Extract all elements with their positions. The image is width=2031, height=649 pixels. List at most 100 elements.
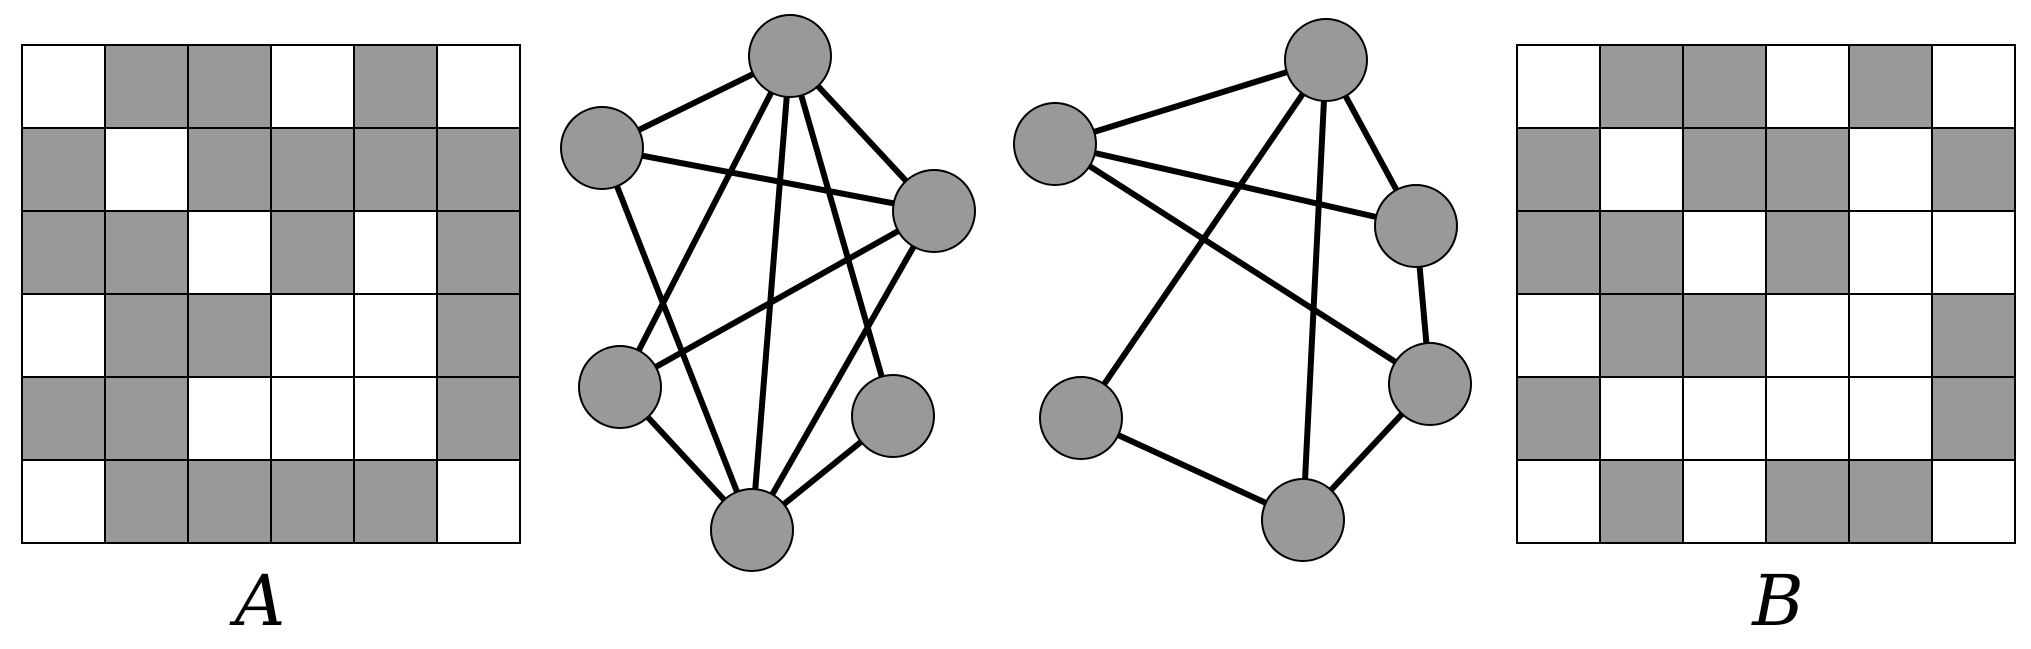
matrix-b-cell-r4-c4 <box>1765 293 1850 378</box>
matrix-a-cell-r6-c5 <box>353 459 438 544</box>
matrix-a-cell-r6-c3 <box>187 459 272 544</box>
graph-b <box>1013 18 1472 562</box>
matrix-b-cell-r3-c2 <box>1599 210 1684 295</box>
graph-b-node-1 <box>1013 102 1097 186</box>
matrix-a-cell-r3-c2 <box>104 210 189 295</box>
matrix-b-cell-r2-c4 <box>1765 127 1850 212</box>
matrix-b-cell-r6-c2 <box>1599 459 1684 544</box>
graph-b-edge-3 <box>1052 141 1433 387</box>
matrix-a-cell-r3-c1 <box>21 210 106 295</box>
matrix-b-cell-r2-c3 <box>1682 127 1767 212</box>
matrix-b-cell-r1-c1 <box>1516 44 1601 129</box>
graph-a-edge-4 <box>599 145 755 533</box>
matrix-a-cell-r3-c6 <box>436 210 521 295</box>
graph-a-node-3 <box>892 169 976 253</box>
matrix-a-cell-r4-c2 <box>104 293 189 378</box>
graph-b-edge-1 <box>1052 57 1329 147</box>
matrix-a-cell-r2-c4 <box>270 127 355 212</box>
graph-b-edge-5 <box>1078 57 1329 421</box>
matrix-b-cell-r3-c1 <box>1516 210 1601 295</box>
matrix-b-cell-r3-c5 <box>1848 210 1933 295</box>
matrix-a-cell-r1-c6 <box>436 44 521 129</box>
matrix-a-cell-r3-c4 <box>270 210 355 295</box>
matrix-a <box>21 44 521 544</box>
matrix-a-cell-r6-c1 <box>21 459 106 544</box>
matrix-a-cell-r5-c3 <box>187 376 272 461</box>
matrix-a-cell-r6-c6 <box>436 459 521 544</box>
matrix-a-cell-r6-c2 <box>104 459 189 544</box>
graph-a-edge-5 <box>787 53 896 419</box>
matrix-a-cell-r5-c2 <box>104 376 189 461</box>
matrix-b-cell-r2-c6 <box>1931 127 2016 212</box>
graph-a-node-4 <box>578 345 662 429</box>
matrix-a-cell-r2-c2 <box>104 127 189 212</box>
matrix-a-cell-r4-c5 <box>353 293 438 378</box>
matrix-b-cell-r4-c3 <box>1682 293 1767 378</box>
matrix-a-cell-r5-c6 <box>436 376 521 461</box>
matrix-a-cell-r1-c2 <box>104 44 189 129</box>
graph-a-node-2 <box>748 14 832 98</box>
matrix-b-cell-r3-c4 <box>1765 210 1850 295</box>
matrix-b-cell-r5-c6 <box>1931 376 2016 461</box>
matrix-b-cell-r5-c4 <box>1765 376 1850 461</box>
matrix-b-cell-r1-c2 <box>1599 44 1684 129</box>
graph-b-node-5 <box>1388 342 1472 426</box>
matrix-a-cell-r2-c5 <box>353 127 438 212</box>
matrix-a-cell-r1-c5 <box>353 44 438 129</box>
graph-a <box>560 14 976 572</box>
matrix-b-cell-r1-c3 <box>1682 44 1767 129</box>
matrix-b-cell-r5-c3 <box>1682 376 1767 461</box>
matrix-a-cell-r4-c1 <box>21 293 106 378</box>
matrix-a-cell-r2-c6 <box>436 127 521 212</box>
matrix-b-cell-r3-c6 <box>1931 210 2016 295</box>
matrix-b-cell-r4-c1 <box>1516 293 1601 378</box>
graph-a-edge-10 <box>617 53 793 390</box>
graph-a-node-1 <box>560 106 644 190</box>
matrix-a-cell-r1-c3 <box>187 44 272 129</box>
graph-b-node-6 <box>1261 478 1345 562</box>
matrix-b-cell-r2-c1 <box>1516 127 1601 212</box>
matrix-a-cell-r3-c3 <box>187 210 272 295</box>
matrix-b-cell-r4-c6 <box>1931 293 2016 378</box>
matrix-a-cell-r2-c3 <box>187 127 272 212</box>
matrix-b <box>1516 44 2016 544</box>
matrix-a-cell-r4-c4 <box>270 293 355 378</box>
graph-b-node-4 <box>1039 376 1123 460</box>
matrix-a-cell-r2-c1 <box>21 127 106 212</box>
matrix-b-cell-r1-c4 <box>1765 44 1850 129</box>
matrix-b-cell-r4-c5 <box>1848 293 1933 378</box>
matrix-b-cell-r2-c2 <box>1599 127 1684 212</box>
matrix-a-cell-r6-c4 <box>270 459 355 544</box>
matrix-b-cell-r3-c3 <box>1682 210 1767 295</box>
matrix-b-cell-r6-c5 <box>1848 459 1933 544</box>
matrix-b-cell-r4-c2 <box>1599 293 1684 378</box>
matrix-a-cell-r1-c4 <box>270 44 355 129</box>
matrix-a-cell-r4-c3 <box>187 293 272 378</box>
graph-a-edge-6 <box>749 208 937 533</box>
graph-a-edge-7 <box>617 208 937 390</box>
matrix-b-cell-r5-c2 <box>1599 376 1684 461</box>
matrix-a-cell-r5-c1 <box>21 376 106 461</box>
matrix-b-cell-r6-c6 <box>1931 459 2016 544</box>
graph-a-edge-11 <box>749 53 793 533</box>
matrix-b-cell-r1-c5 <box>1848 44 1933 129</box>
graph-a-node-5 <box>851 374 935 458</box>
matrix-b-cell-r2-c5 <box>1848 127 1933 212</box>
graph-a-edge-2 <box>599 145 937 214</box>
matrix-b-label: B <box>1750 560 1803 642</box>
matrix-b-cell-r5-c1 <box>1516 376 1601 461</box>
graph-b-node-2 <box>1284 18 1368 102</box>
matrix-b-cell-r5-c5 <box>1848 376 1933 461</box>
matrix-a-cell-r3-c5 <box>353 210 438 295</box>
matrix-a-cell-r5-c4 <box>270 376 355 461</box>
graph-b-edge-2 <box>1052 141 1419 229</box>
graph-b-edge-9 <box>1300 57 1329 523</box>
matrix-a-cell-r1-c1 <box>21 44 106 129</box>
graph-a-node-6 <box>710 488 794 572</box>
matrix-a-cell-r5-c5 <box>353 376 438 461</box>
matrix-a-cell-r4-c6 <box>436 293 521 378</box>
matrix-b-cell-r1-c6 <box>1931 44 2016 129</box>
matrix-b-cell-r6-c3 <box>1682 459 1767 544</box>
matrix-b-cell-r6-c4 <box>1765 459 1850 544</box>
